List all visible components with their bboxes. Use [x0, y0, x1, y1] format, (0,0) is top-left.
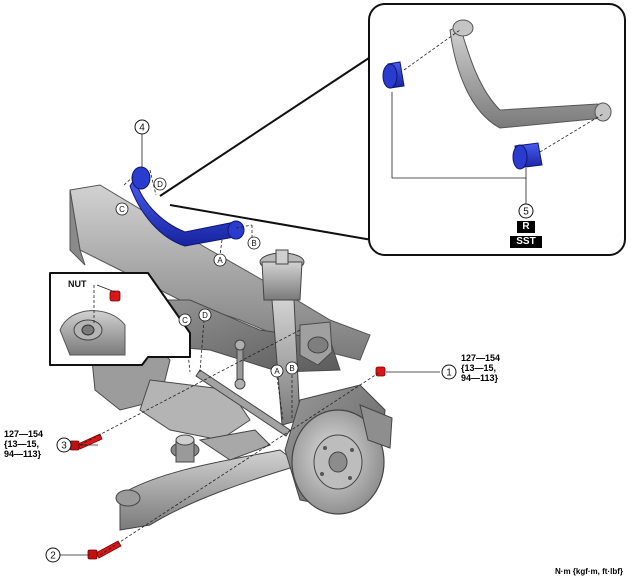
shock-absorber — [259, 249, 305, 426]
torque-spec-right: 127—154 {13—15, 94—113} — [461, 353, 501, 383]
rear-knuckle-hub — [284, 384, 393, 515]
r-badge: R — [517, 221, 535, 233]
letter-d-lower: D — [202, 311, 208, 320]
letter-b-upper: B — [251, 239, 256, 248]
zoom-detail-box — [368, 3, 626, 256]
nut-detail-inset — [49, 272, 191, 366]
sst-badge: SST — [510, 236, 542, 248]
callout-1-label: 1 — [446, 368, 452, 379]
callout-5: 5 — [518, 203, 534, 219]
lower-control-arm — [115, 429, 302, 531]
upper-arm-installed — [129, 166, 245, 247]
units-note: N·m {kgf·m, ft·lbf} — [555, 567, 623, 576]
callout-4: 4 — [134, 119, 150, 168]
torque-leaders — [60, 371, 440, 556]
nut-label: NUT — [68, 279, 87, 289]
callout-3-label: 3 — [61, 441, 67, 452]
letter-a-upper: A — [217, 256, 223, 265]
callout-1: 1 — [441, 364, 457, 380]
letter-d-upper: D — [157, 180, 163, 189]
callout-3: 3 — [56, 437, 72, 453]
callout-2-label: 2 — [50, 551, 56, 562]
bolt-2 — [87, 540, 122, 560]
bolt-1 — [375, 366, 386, 377]
stabilizer-link — [195, 339, 291, 437]
callout-letters: D C B A C D A B — [115, 177, 299, 378]
torque-spec-left: 127—154 {13—15, 94—113} — [4, 429, 44, 459]
letter-c-upper: C — [119, 205, 125, 214]
letter-a-lower: A — [274, 367, 280, 376]
letter-b-lower: B — [289, 364, 294, 373]
callout-5-label: 5 — [523, 207, 529, 218]
letter-c-lower: C — [182, 316, 188, 325]
zoom-leader-lines — [159, 55, 373, 241]
callout-4-label: 4 — [139, 123, 145, 134]
callout-2: 2 — [45, 547, 61, 563]
